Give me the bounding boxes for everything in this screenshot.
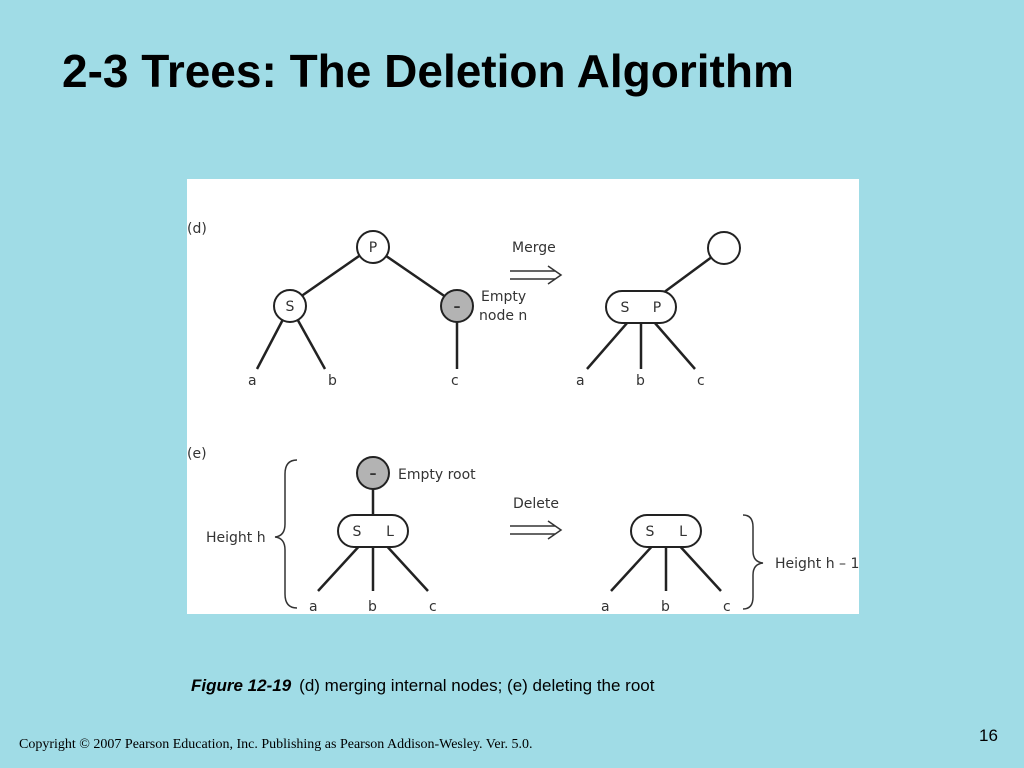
figure-diagram: (d) P S – Empty node n a b c Merge bbox=[187, 221, 859, 614]
delete-label: Delete bbox=[513, 496, 559, 512]
part-d-label: (d) bbox=[187, 221, 207, 237]
delete-arrow-icon bbox=[510, 520, 563, 540]
leaf-label: c bbox=[723, 599, 731, 614]
figure-caption: Figure 12-19 (d) merging internal nodes; … bbox=[191, 676, 654, 696]
leaf-label: a bbox=[309, 599, 318, 614]
node-sl-left: S L bbox=[337, 514, 409, 548]
leaf-label: b bbox=[368, 599, 377, 614]
node-p: P bbox=[356, 230, 390, 264]
node-key-s: S bbox=[353, 524, 362, 540]
leaf-label: c bbox=[451, 373, 459, 389]
node-merged-sp: S P bbox=[605, 290, 677, 324]
empty-root-label: Empty root bbox=[398, 467, 476, 483]
node-key-l: L bbox=[386, 524, 394, 540]
leaf-label: a bbox=[248, 373, 257, 389]
edge-p-s bbox=[289, 245, 373, 306]
merged-key-p: P bbox=[653, 300, 661, 316]
height-h-minus-1-brace-icon bbox=[742, 514, 764, 610]
node-key-l: L bbox=[679, 524, 687, 540]
empty-node-n: – bbox=[440, 289, 474, 323]
copyright-footer: Copyright © 2007 Pearson Education, Inc.… bbox=[19, 737, 533, 752]
leaf-label: a bbox=[576, 373, 585, 389]
node-key-s: S bbox=[646, 524, 655, 540]
node-s-label: S bbox=[286, 299, 295, 315]
part-e-label: (e) bbox=[187, 446, 207, 462]
page-number: 16 bbox=[979, 726, 998, 745]
leaf-label: a bbox=[601, 599, 610, 614]
figure-panel: (d) P S – Empty node n a b c Merge bbox=[187, 179, 859, 614]
node-sl-right: S L bbox=[630, 514, 702, 548]
node-p-label: P bbox=[369, 240, 377, 256]
figure-caption-label: Figure 12-19 bbox=[191, 676, 292, 695]
merge-label: Merge bbox=[512, 240, 556, 256]
height-h-label: Height h bbox=[206, 530, 266, 546]
empty-node-label-line2: node n bbox=[479, 308, 527, 324]
node-s: S bbox=[273, 289, 307, 323]
merged-key-s: S bbox=[621, 300, 630, 316]
height-h-brace-icon bbox=[274, 459, 298, 609]
slide-title: 2-3 Trees: The Deletion Algorithm bbox=[62, 45, 794, 97]
leaf-label: b bbox=[328, 373, 337, 389]
leaf-label: c bbox=[697, 373, 705, 389]
merge-arrow-icon bbox=[510, 265, 563, 285]
empty-node-symbol: – bbox=[454, 299, 461, 315]
leaf-label: b bbox=[636, 373, 645, 389]
height-h-minus-1-label: Height h – 1 bbox=[775, 556, 859, 572]
empty-node-label-line1: Empty bbox=[481, 289, 526, 305]
figure-caption-text: (d) merging internal nodes; (e) deleting… bbox=[299, 676, 655, 695]
empty-root: – bbox=[356, 456, 390, 490]
leaf-label: b bbox=[661, 599, 670, 614]
node-root-d bbox=[707, 231, 741, 265]
leaf-label: c bbox=[429, 599, 437, 614]
empty-root-symbol: – bbox=[370, 466, 377, 482]
